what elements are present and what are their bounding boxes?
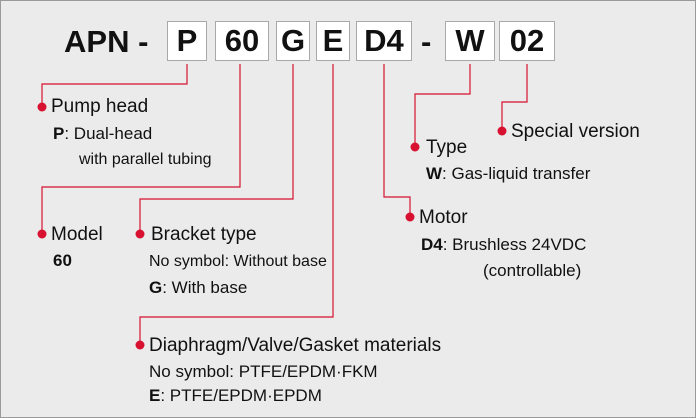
materials-label: Diaphragm/Valve/Gasket materials — [149, 335, 442, 356]
leader-dot-motor — [405, 212, 415, 222]
type-detail: W: Gas-liquid transfer — [426, 164, 590, 184]
leader-dot-pump-head — [37, 102, 47, 112]
code-box-materials: E — [316, 21, 350, 61]
bracket-desc: : With base — [162, 278, 248, 297]
code-prefix: APN - — [64, 24, 149, 59]
bracket-key: G — [149, 278, 163, 297]
type-key: W — [426, 164, 443, 183]
bracket-label: Bracket type — [151, 224, 257, 245]
code-box-type: W — [445, 21, 495, 61]
materials-desc: : PTFE/EPDM·EPDM — [160, 386, 322, 405]
type-desc: : Gas-liquid transfer — [442, 164, 591, 183]
leader-dot-special — [497, 126, 507, 136]
motor-label: Motor — [419, 207, 468, 228]
materials-line1: No symbol: PTFE/EPDM·FKM — [149, 362, 378, 381]
code-dash: - — [421, 24, 432, 59]
motor-desc: : Brushless 24VDC — [442, 235, 587, 254]
leader-line-special — [501, 64, 528, 131]
leader-line-type — [414, 64, 471, 147]
code-box-model: 60 — [215, 21, 269, 61]
motor-desc2: (controllable) — [483, 261, 582, 280]
code-box-pump-head: P — [167, 21, 207, 61]
motor-key: D4 — [421, 235, 443, 254]
special-label: Special version — [511, 121, 640, 142]
leader-dot-materials — [135, 340, 145, 350]
leader-line-model — [41, 64, 241, 234]
pump-head-detail: P: Dual-head — [53, 124, 152, 144]
leader-line-bracket — [139, 64, 294, 234]
pump-head-desc2: with parallel tubing — [79, 151, 212, 168]
leader-line-materials — [139, 64, 334, 345]
motor-detail: D4: Brushless 24VDC — [421, 235, 586, 255]
type-label: Type — [426, 137, 468, 158]
materials-key: E — [149, 386, 161, 405]
code-box-bracket: G — [276, 21, 310, 61]
model-value: 60 — [53, 251, 72, 270]
leader-line-pump-head — [41, 64, 188, 107]
pump-head-key: P — [53, 124, 65, 143]
bracket-line1: No symbol: Without base — [149, 253, 327, 270]
leader-dot-bracket — [135, 229, 145, 239]
materials-detail: E: PTFE/EPDM·EPDM — [149, 386, 322, 406]
leader-dot-type — [410, 142, 420, 152]
model-label: Model — [51, 224, 103, 245]
bracket-detail: G: With base — [149, 278, 247, 298]
code-box-motor: D4 — [356, 21, 412, 61]
leader-line-motor — [383, 64, 411, 217]
leader-dot-model — [37, 229, 47, 239]
code-box-special: 02 — [499, 21, 555, 61]
pump-head-desc: : Dual-head — [64, 124, 153, 143]
pump-head-label: Pump head — [51, 96, 149, 117]
